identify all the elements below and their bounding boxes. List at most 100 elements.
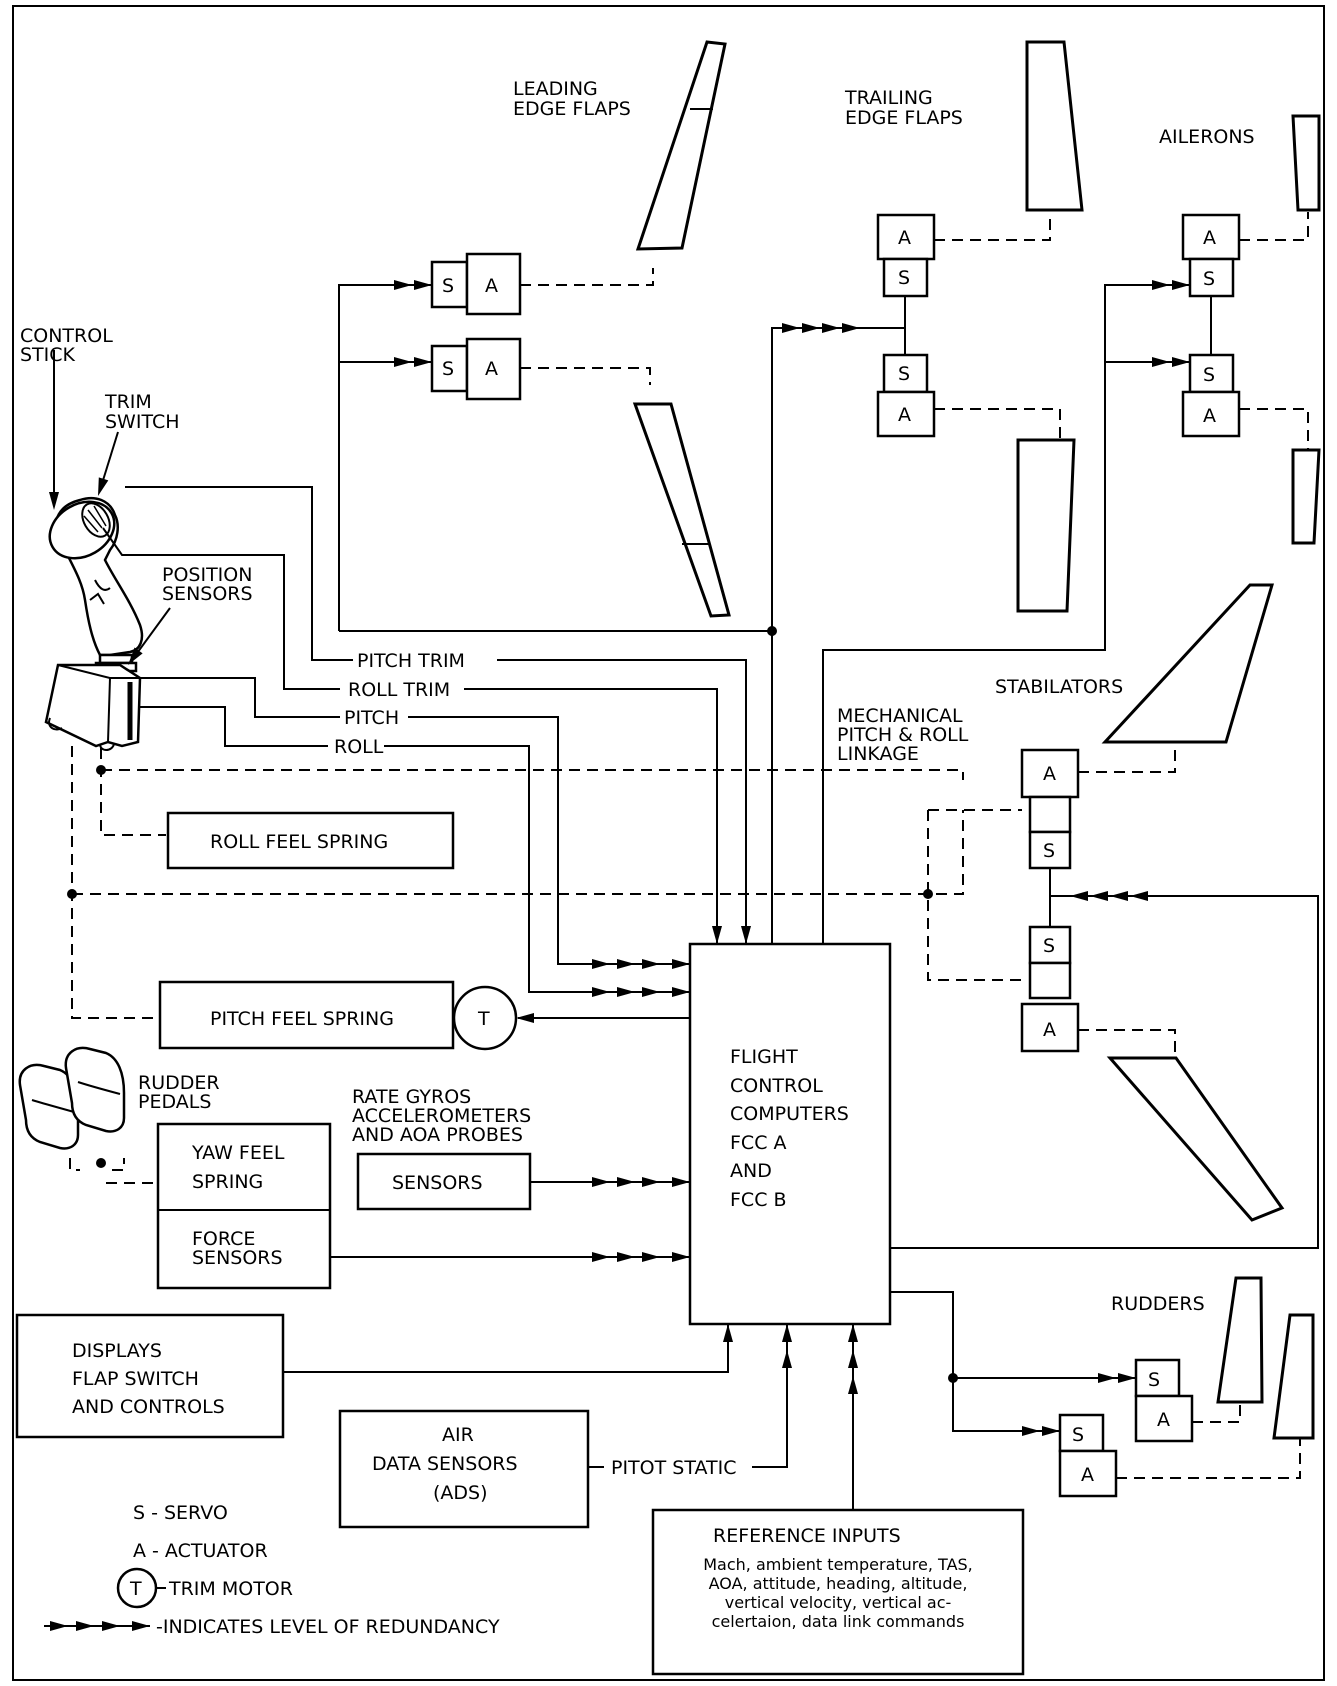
roll-signal-label: ROLL [334, 736, 384, 758]
svg-text:DISPLAYS: DISPLAYS [72, 1340, 162, 1362]
stabilator-upper [1101, 583, 1275, 744]
svg-text:S: S [442, 358, 454, 380]
svg-text:A: A [485, 275, 498, 297]
rate-gyros-label-3: AND AOA PROBES [352, 1124, 523, 1146]
leading-edge-flap-upper [635, 40, 727, 251]
aileron-actuator-lower: A [1181, 390, 1241, 438]
svg-text:vertical velocity, vertical ac: vertical velocity, vertical ac- [725, 1593, 952, 1612]
svg-text:DATA SENSORS: DATA SENSORS [372, 1453, 518, 1475]
control-stick-label-1: CONTROL [20, 325, 113, 347]
stabilator-linkage-upper [1028, 795, 1072, 834]
svg-text:A: A [1043, 1019, 1056, 1041]
rudder-pedals-illustration [18, 1046, 126, 1150]
displays-box: DISPLAYS FLAP SWITCH AND CONTROLS [15, 1313, 285, 1439]
pitot-static-label: PITOT STATIC [611, 1457, 736, 1479]
svg-text:S: S [1203, 364, 1215, 386]
mechanical-linkage-label-1: MECHANICAL [837, 705, 963, 727]
svg-text:A: A [1081, 1464, 1094, 1486]
aileron-servo-upper: S [1188, 257, 1235, 298]
te-flap-actuator-lower: A [876, 390, 936, 438]
svg-text:CONTROL: CONTROL [730, 1075, 823, 1097]
trailing-edge-flap-upper [1025, 40, 1084, 212]
aileron-upper [1291, 114, 1321, 212]
trim-switch-label-2: SWITCH [105, 411, 180, 433]
flight-control-computers-box: FLIGHT CONTROL COMPUTERS FCC A AND FCC B [688, 942, 892, 1326]
te-flap-actuator-upper: A [876, 213, 936, 261]
svg-text:Mach, ambient temperature, TAS: Mach, ambient temperature, TAS, [703, 1555, 973, 1574]
stabilator-lower [1106, 1056, 1285, 1222]
svg-text:S: S [898, 267, 910, 289]
rudder-servo-upper: S [1134, 1358, 1181, 1398]
roll-feel-spring-box: ROLL FEEL SPRING [166, 811, 455, 870]
stabilator-servo-lower: S [1028, 925, 1072, 965]
svg-text:FLIGHT: FLIGHT [730, 1046, 798, 1068]
mechanical-linkage-label-3: LINKAGE [837, 743, 919, 765]
stabilator-actuator-upper: A [1020, 748, 1080, 799]
reference-inputs-box: REFERENCE INPUTS Mach, ambient temperatu… [651, 1508, 1025, 1676]
svg-text:celertaion, data link commands: celertaion, data link commands [712, 1612, 965, 1631]
svg-text:AND CONTROLS: AND CONTROLS [72, 1396, 225, 1418]
sensors-box: SENSORS [356, 1152, 532, 1211]
svg-text:AND: AND [730, 1160, 772, 1182]
rudder-pedals-label-2: PEDALS [138, 1091, 211, 1113]
pitch-signal-label: PITCH [344, 707, 399, 729]
svg-text:A: A [485, 358, 498, 380]
svg-text:PITCH FEEL SPRING: PITCH FEEL SPRING [210, 1008, 394, 1030]
svg-text:A: A [1043, 763, 1056, 785]
svg-text:FCC B: FCC B [730, 1189, 787, 1211]
svg-text:S: S [1043, 935, 1055, 957]
control-stick-illustration [44, 496, 144, 751]
le-flap-servo-actuator-1: S A [430, 252, 522, 316]
svg-text:A: A [1203, 227, 1216, 249]
trailing-edge-flaps-label-1: TRAILING [844, 87, 933, 109]
rate-gyros-label-2: ACCELEROMETERS [352, 1105, 531, 1127]
stabilator-servo-upper: S [1028, 830, 1072, 870]
le-flap-servo-actuator-2: S A [430, 337, 522, 401]
mechanical-linkage-label-2: PITCH & ROLL [837, 724, 969, 746]
svg-text:FLAP SWITCH: FLAP SWITCH [72, 1368, 199, 1390]
svg-text:S: S [1148, 1369, 1160, 1391]
aileron-lower [1291, 448, 1321, 545]
control-stick-label-2: STICK [20, 344, 76, 366]
yaw-feel-spring-box: YAW FEEL SPRING FORCE SENSORS [156, 1122, 332, 1290]
trailing-edge-flaps-label-2: EDGE FLAPS [845, 107, 963, 129]
svg-text:S: S [442, 275, 454, 297]
svg-text:AOA, attitude, heading, altitu: AOA, attitude, heading, altitude, [709, 1574, 968, 1593]
svg-text:COMPUTERS: COMPUTERS [730, 1103, 849, 1125]
svg-text:S: S [1203, 268, 1215, 290]
stabilator-linkage-lower [1028, 961, 1072, 1000]
rudder-right-upper [1216, 1276, 1264, 1404]
svg-text:T: T [477, 1008, 490, 1030]
svg-text:T: T [129, 1578, 142, 1600]
rudder-right-lower [1272, 1313, 1315, 1440]
te-flap-servo-lower: S [882, 353, 929, 394]
legend-trim-motor: TRIM MOTOR [168, 1578, 293, 1600]
leading-edge-flaps-label-1: LEADING [513, 78, 598, 100]
pitch-feel-spring-box: PITCH FEEL SPRING [158, 980, 455, 1050]
trim-switch-label-1: TRIM [104, 391, 152, 413]
svg-text:FORCE: FORCE [192, 1228, 255, 1250]
rudder-pedals-label-1: RUDDER [138, 1072, 220, 1094]
te-flap-servo-upper: S [882, 257, 929, 298]
svg-text:SPRING: SPRING [192, 1171, 263, 1193]
svg-text:AIR: AIR [442, 1424, 474, 1446]
svg-text:(ADS): (ADS) [433, 1482, 488, 1504]
leading-edge-flaps-label-2: EDGE FLAPS [513, 98, 631, 120]
svg-text:ROLL FEEL SPRING: ROLL FEEL SPRING [210, 831, 388, 853]
roll-trim-label: ROLL TRIM [348, 679, 450, 701]
aileron-actuator-upper: A [1181, 213, 1241, 261]
svg-text:S: S [1072, 1424, 1084, 1446]
rudders-label: RUDDERS [1111, 1293, 1205, 1315]
legend-servo: S - SERVO [133, 1502, 228, 1524]
position-sensors-label-2: SENSORS [162, 583, 253, 605]
trailing-edge-flap-lower [1016, 438, 1076, 613]
rudder-servo-lower: S [1058, 1413, 1105, 1453]
svg-text:SENSORS: SENSORS [192, 1247, 283, 1269]
svg-text:A: A [1203, 405, 1216, 427]
pitch-trim-label: PITCH TRIM [357, 650, 465, 672]
legend-redundancy: -INDICATES LEVEL OF REDUNDANCY [156, 1616, 500, 1638]
rudder-actuator-upper: A [1134, 1394, 1194, 1443]
legend-redundancy-arrows [44, 1621, 150, 1631]
diagram-frame [12, 5, 1325, 1681]
